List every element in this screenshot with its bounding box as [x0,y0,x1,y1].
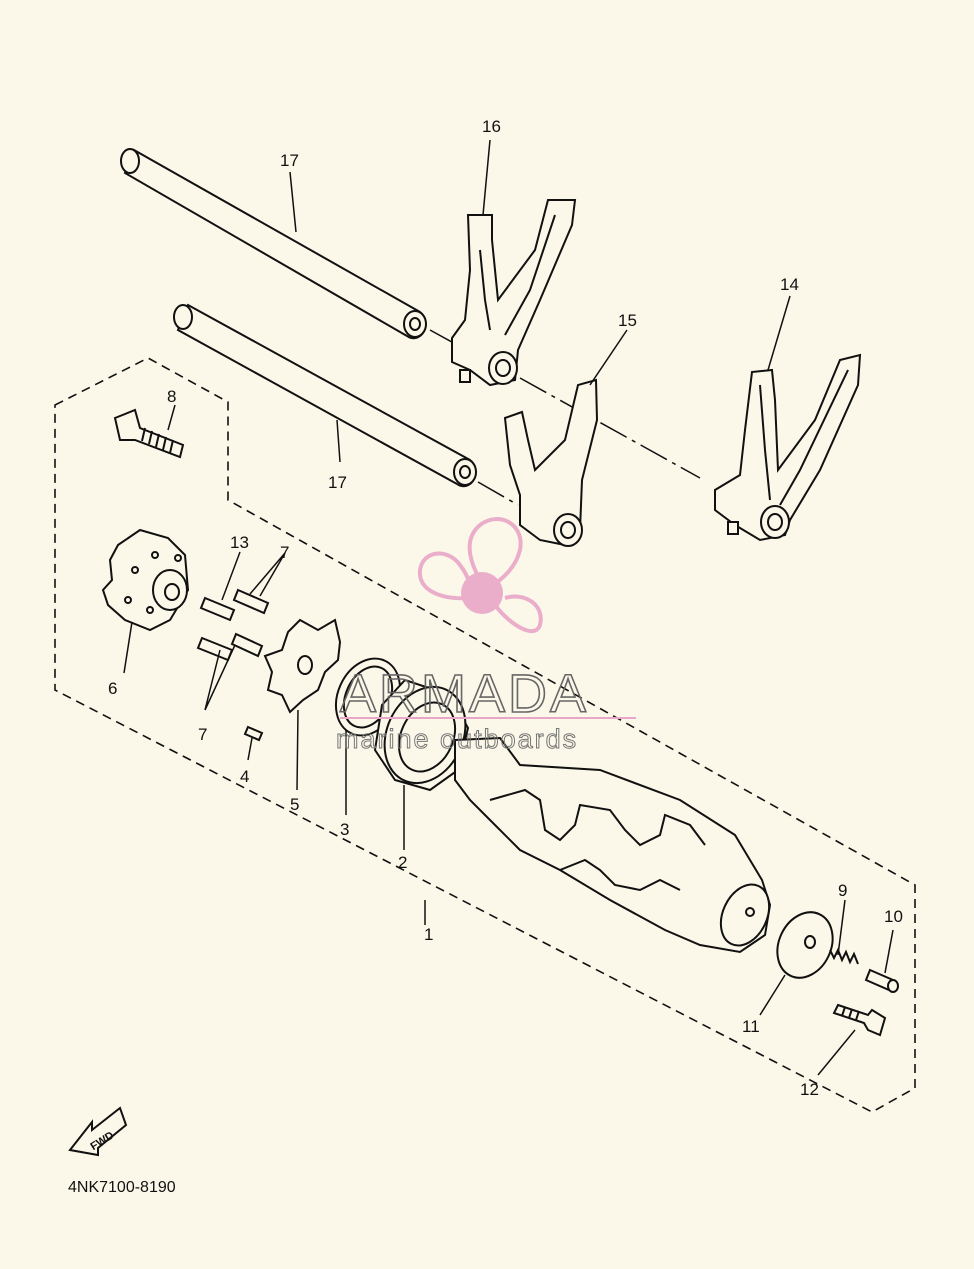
watermark-logo: ARMADA marine outboards [336,517,636,755]
part-label-5: 5 [290,795,299,814]
part-labels: 1 2 3 4 5 6 7 7 8 9 10 11 12 13 14 15 16… [108,117,903,1099]
part-label-2: 2 [398,853,407,872]
part-label-14: 14 [780,275,799,294]
shift-fork-16 [451,199,577,387]
screw-12 [832,1003,887,1037]
part-label-7-upper: 7 [280,543,289,562]
assembly-boundary [54,357,916,1113]
part-label-17-upper: 17 [280,151,299,170]
shift-fork-shaft-upper [120,148,427,340]
part-label-16: 16 [482,117,501,136]
part-label-3: 3 [340,820,349,839]
propeller-icon [417,517,543,633]
leader-lines [123,139,894,1076]
part-label-13: 13 [230,533,249,552]
diagram-code: 4NK7100-8190 [68,1179,176,1196]
shift-drum-1 [454,736,772,954]
shift-fork-14 [714,353,862,542]
part-label-8: 8 [167,387,176,406]
part-label-12: 12 [800,1080,819,1099]
spring-9 [829,947,859,965]
shift-fork-15 [503,378,599,547]
part-label-9: 9 [838,881,847,900]
part-label-4: 4 [240,767,249,786]
watermark-brand: ARMADA [340,664,589,724]
part-label-1: 1 [424,925,433,944]
watermark-tagline: marine outboards [336,724,578,754]
pin-10 [864,968,899,993]
fwd-arrow-icon: FWD [68,1106,128,1157]
part-label-17-lower: 17 [328,473,347,492]
plate-11 [776,911,834,979]
part-label-15: 15 [618,311,637,330]
shift-fork-shaft-lower [173,303,477,488]
part-label-6: 6 [108,679,117,698]
part-label-11: 11 [742,1017,760,1036]
pins-7 [196,588,270,742]
part-label-7-lower: 7 [198,725,207,744]
screw-8 [113,408,185,459]
part-label-10: 10 [884,907,903,926]
segment-6 [101,528,190,632]
segment-star-5 [263,618,342,714]
